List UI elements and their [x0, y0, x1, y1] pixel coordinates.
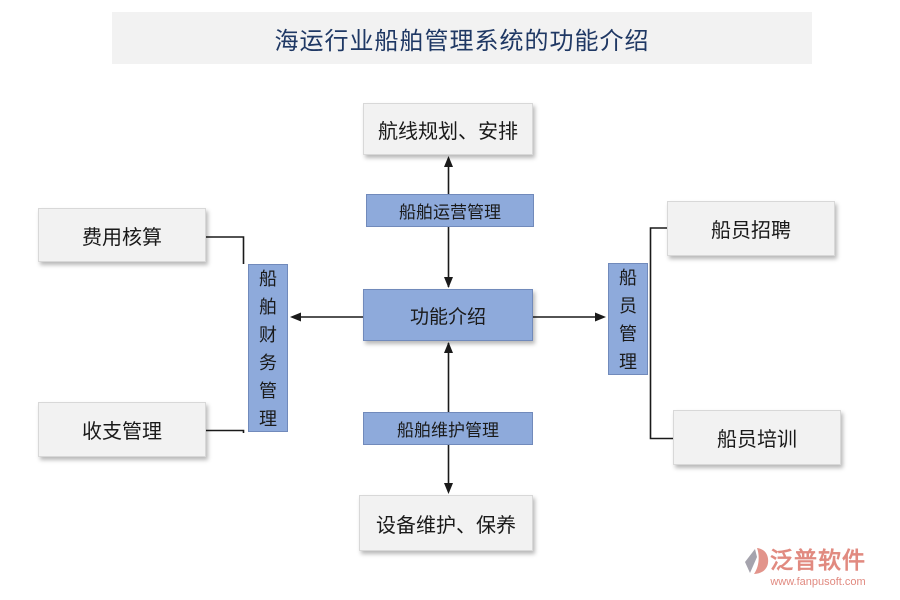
node-ship-maintenance-mgmt: 船舶维护管理	[363, 412, 533, 445]
node-ship-operation-mgmt: 船舶运营管理	[366, 194, 534, 227]
node-crew-recruiting: 船员招聘	[667, 201, 835, 256]
arrowhead-left-finance	[290, 312, 301, 322]
arrowhead-up-route	[444, 156, 453, 167]
connector-crew-bracket	[649, 227, 673, 440]
vendor-name: 泛普软件	[770, 548, 866, 573]
node-income-expense-mgmt: 收支管理	[38, 402, 206, 457]
fanpu-logo-icon	[745, 548, 769, 574]
node-crew-training: 船员培训	[673, 410, 841, 465]
node-ship-finance-mgmt: 船舶财务管理	[248, 264, 288, 432]
arrowhead-down-center-top	[444, 277, 453, 288]
node-device-maintenance: 设备维护、保养	[359, 495, 533, 551]
arrowhead-down-device	[444, 483, 453, 494]
arrowhead-right-crew	[595, 312, 606, 322]
node-function-intro: 功能介绍	[363, 289, 533, 341]
vendor-url: www.fanpusoft.com	[770, 576, 866, 588]
connector-finance-income	[206, 429, 245, 433]
connector-finance-cost	[206, 236, 245, 264]
node-route-planning: 航线规划、安排	[363, 103, 533, 155]
vendor-branding: 泛普软件 www.fanpusoft.com	[742, 546, 894, 594]
page-title: 海运行业船舶管理系统的功能介绍	[112, 12, 812, 64]
node-cost-accounting: 费用核算	[38, 208, 206, 262]
node-crew-mgmt: 船员管理	[608, 263, 648, 375]
arrowhead-up-center-bottom	[444, 342, 453, 353]
